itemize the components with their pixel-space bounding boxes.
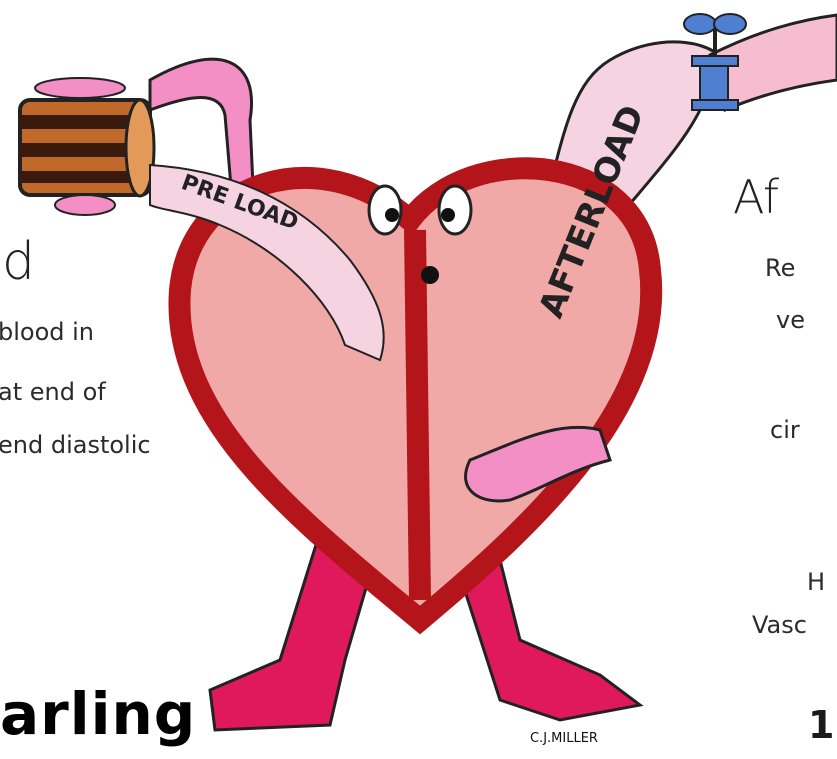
left-line-1: blood in <box>0 318 94 346</box>
right-heading: Af <box>733 170 779 224</box>
left-line-2: at end of <box>0 378 106 406</box>
right-line-3: cir <box>770 416 800 444</box>
left-line-3: end diastolic <box>0 431 151 459</box>
mouth <box>421 266 439 284</box>
right-line-5: Vasc <box>752 611 807 639</box>
right-line-2: ve <box>776 306 805 334</box>
signature: C.J.MILLER <box>530 731 598 746</box>
bottom-left-title: arling <box>0 680 196 748</box>
left-heading: d <box>2 232 35 292</box>
right-line-4: H <box>807 568 825 596</box>
heart-septum <box>415 230 420 600</box>
paint-can <box>20 78 154 215</box>
bottom-right-number: 1 <box>808 703 834 747</box>
right-line-1: Re <box>765 254 795 282</box>
